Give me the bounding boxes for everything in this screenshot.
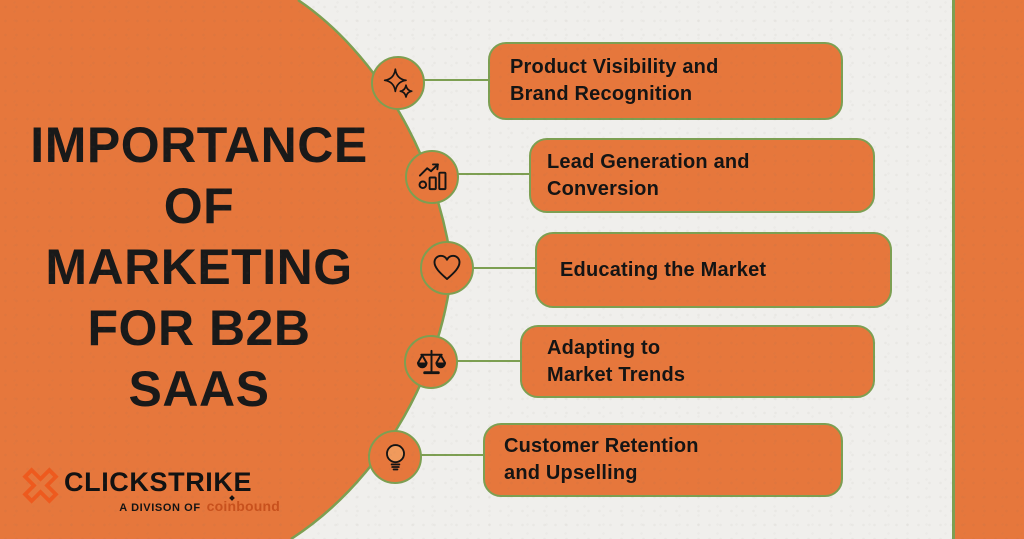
right-accent-bar bbox=[952, 0, 1024, 539]
card-lead-generation: Lead Generation and Conversion bbox=[529, 138, 875, 213]
page-title: IMPORTANCE OF MARKETING FOR B2B SAAS bbox=[0, 115, 398, 420]
sparkles-icon bbox=[382, 67, 414, 99]
connector-line-4 bbox=[431, 360, 522, 362]
heart-icon bbox=[431, 252, 463, 284]
connector-line-1 bbox=[398, 79, 490, 81]
card-text-line: Market Trends bbox=[547, 363, 686, 386]
growth-chart-icon bbox=[417, 162, 448, 193]
icon-circle-1 bbox=[371, 56, 425, 110]
coinbound-text: coinbound bbox=[206, 498, 280, 514]
card-text-line: Educating the Market bbox=[560, 258, 767, 281]
title-line-1: IMPORTANCE bbox=[30, 117, 368, 173]
title-line-3: MARKETING bbox=[45, 239, 353, 295]
icon-circle-5 bbox=[368, 430, 422, 484]
card-educating-market: Educating the Market bbox=[535, 232, 892, 308]
title-line-4: FOR B2B bbox=[87, 300, 311, 356]
icon-circle-4 bbox=[404, 335, 458, 389]
card-text-line: and Upselling bbox=[504, 462, 638, 484]
logo-tagline: A DIVISON OF coinbound bbox=[100, 495, 280, 514]
title-line-2: OF bbox=[163, 178, 235, 234]
tagline-brand-text: coinbound bbox=[206, 495, 280, 514]
card-text-line: Customer Retention bbox=[504, 435, 699, 457]
title-line-5: SAAS bbox=[128, 361, 270, 417]
card-text-line: Adapting to bbox=[547, 336, 661, 359]
icon-circle-2 bbox=[405, 150, 459, 204]
card-text-line: Brand Recognition bbox=[510, 83, 693, 105]
card-text-line: Lead Generation and bbox=[547, 150, 750, 173]
card-product-visibility: Product Visibility and Brand Recognition bbox=[488, 42, 843, 120]
scales-icon bbox=[415, 346, 448, 379]
lightbulb-icon bbox=[380, 442, 411, 473]
connector-line-3 bbox=[447, 267, 537, 269]
card-adapting-trends: Adapting to Market Trends bbox=[520, 325, 875, 398]
tagline-prefix-text: A DIVISON OF bbox=[119, 502, 201, 514]
card-customer-retention: Customer Retention and Upselling bbox=[483, 423, 843, 497]
x-strike-icon bbox=[22, 467, 59, 504]
logo-brand-text: CLICKSTRIKE bbox=[64, 467, 253, 497]
connector-line-2 bbox=[432, 173, 531, 175]
icon-circle-3 bbox=[420, 241, 474, 295]
card-text-line: Product Visibility and bbox=[510, 56, 719, 78]
card-text-line: Conversion bbox=[547, 177, 660, 200]
connector-line-5 bbox=[395, 454, 485, 456]
